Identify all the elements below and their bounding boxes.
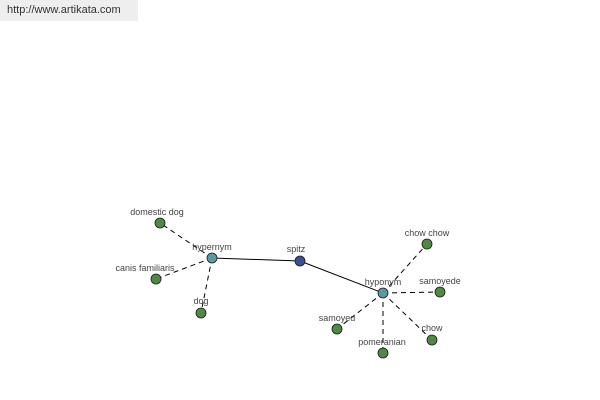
edge-spitz-hyponym [299,260,384,294]
labels: domestic dog canis familiaris dog chow chow… [115,207,460,347]
label-canis-familiaris[interactable]: canis familiaris [115,263,175,273]
edges [155,222,441,353]
label-samoyede[interactable]: samoyede [419,276,461,286]
label-spitz[interactable]: spitz [287,244,306,254]
node-samoyed[interactable] [331,323,343,335]
label-chow[interactable]: chow [421,323,443,333]
edge-spitz-hypernym [211,257,301,262]
node-domestic-dog[interactable] [154,217,166,229]
node-chow[interactable] [426,334,438,346]
label-samoyed[interactable]: samoyed [319,313,356,323]
edge-hypernym-domestic-dog [159,222,213,259]
label-domestic-dog[interactable]: domestic dog [130,207,184,217]
edge-hyponym-samoyede [382,291,441,294]
edge-hyponym-chow [382,292,433,341]
edge-hypernym-canis-familiaris [155,257,213,280]
node-spitz[interactable] [294,255,306,267]
node-chow-chow[interactable] [421,238,433,250]
node-canis-familiaris[interactable] [150,273,162,285]
nodes [150,217,446,359]
label-pomeranian[interactable]: pomeranian [358,337,406,347]
node-samoyede[interactable] [434,286,446,298]
label-hyponym[interactable]: hyponym [365,277,402,287]
source-url[interactable]: http://www.artikata.com [0,0,138,21]
node-dog[interactable] [195,307,207,319]
label-dog[interactable]: dog [193,296,208,306]
edge-hyponym-samoyed [336,292,384,330]
label-chow-chow[interactable]: chow chow [405,228,450,238]
node-hypernym[interactable] [206,252,218,264]
node-hyponym[interactable] [377,287,389,299]
edge-hyponym-chow-chow [382,243,428,294]
label-hypernym[interactable]: hypernym [192,242,232,252]
edge-hypernym-dog [200,257,213,314]
node-pomeranian[interactable] [377,347,389,359]
